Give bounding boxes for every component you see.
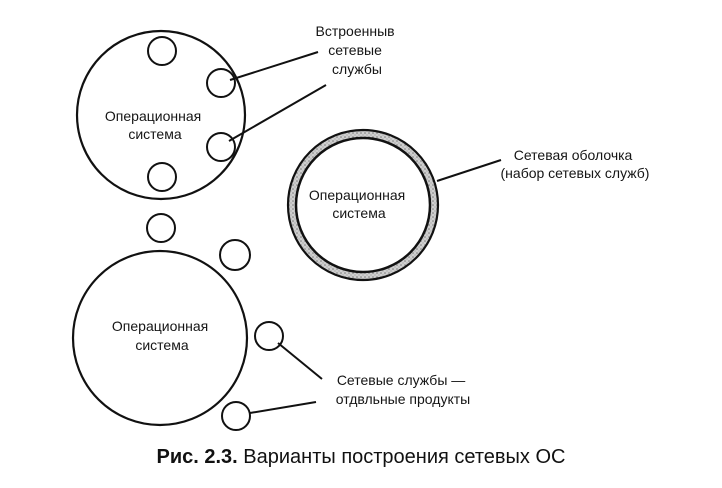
os-label-bottom: Операционная система <box>112 318 212 353</box>
leader-line <box>229 51 319 81</box>
os-label-top-line2: система <box>128 126 181 142</box>
leader-line <box>277 342 323 380</box>
separate-service-circle <box>221 401 251 431</box>
os-circle-bottom <box>71 249 249 427</box>
leader-line <box>249 401 317 414</box>
os-label-ring-line1: Операционная <box>309 187 405 203</box>
network-shell-label: Сетевая оболочка (набор сетевых служб) <box>501 147 650 181</box>
builtin-service-circle <box>147 36 177 66</box>
os-circle-top <box>75 29 247 201</box>
separate-products-label: Сетевые службы — отдвльные продукты <box>336 372 470 407</box>
shell-label-line1: Сетевая оболочка <box>514 147 633 163</box>
products-label-line1: Сетевые службы — <box>337 372 465 388</box>
figure-caption: Рис. 2.3. Варианты построения сетевых ОС <box>0 446 722 469</box>
os-label-ring-line2: система <box>332 205 385 221</box>
os-label-bottom-line1: Операционная <box>112 318 208 334</box>
os-label-top-line1: Операционная <box>105 108 201 124</box>
builtin-service-circle <box>206 68 236 98</box>
builtin-service-circle <box>147 162 177 192</box>
products-label-line2: отдвльные продукты <box>336 391 470 407</box>
figure-title: Варианты построения сетевых ОС <box>243 446 566 468</box>
figure-number: Рис. 2.3. <box>156 446 238 468</box>
os-label-top: Операционная система <box>105 108 205 142</box>
leader-line <box>228 84 327 142</box>
builtin-label-line1: Встроенныв <box>316 23 395 39</box>
builtin-label-line3: службы <box>332 61 382 77</box>
os-label-ring: Операционная система <box>309 187 409 221</box>
builtin-services-label: Встроенныв сетевые службы <box>316 23 399 77</box>
leader-line <box>436 159 502 182</box>
separate-service-circle <box>146 213 176 243</box>
shell-label-line2: (набор сетевых служб) <box>501 165 650 181</box>
builtin-service-circle <box>206 132 236 162</box>
os-with-builtin-services: Операционная система Встроенныв сетевые … <box>75 23 399 201</box>
os-circle-ring-inner <box>294 136 432 274</box>
separate-service-circle <box>254 321 284 351</box>
separate-service-circle <box>219 239 251 271</box>
os-label-bottom-line2: система <box>135 337 188 353</box>
os-with-network-shell: Операционная система Сетевая оболочка (н… <box>286 128 650 282</box>
os-with-separate-products: Операционная система Сетевые службы — от… <box>71 213 470 431</box>
builtin-label-line2: сетевые <box>328 42 382 58</box>
